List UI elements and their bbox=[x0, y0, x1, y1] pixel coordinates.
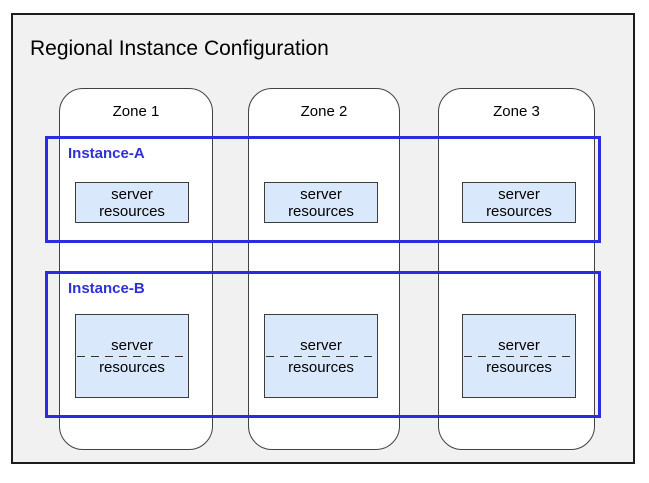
server-resources-box-instance-b-zone-1: server resources bbox=[75, 314, 189, 398]
dashed-divider bbox=[77, 355, 187, 357]
instance-a-boundary: Instance-A bbox=[45, 136, 601, 243]
dashed-divider bbox=[266, 355, 376, 357]
server-resources-label-line1: server bbox=[300, 185, 342, 203]
server-resources-label-line2: resources bbox=[99, 202, 165, 220]
server-resources-box-instance-b-zone-2: server resources bbox=[264, 314, 378, 398]
server-resources-box-instance-b-zone-3: server resources bbox=[462, 314, 576, 398]
server-resources-label-line2: resources bbox=[99, 358, 165, 376]
server-resources-label-line1: server bbox=[498, 185, 540, 203]
server-resources-box-instance-a-zone-3: server resources bbox=[462, 182, 576, 223]
instance-a-label: Instance-A bbox=[68, 145, 145, 162]
server-resources-label-line2: resources bbox=[288, 202, 354, 220]
diagram-title: Regional Instance Configuration bbox=[30, 37, 329, 60]
zone-1-label: Zone 1 bbox=[112, 103, 160, 120]
server-resources-label-line1: server bbox=[111, 336, 153, 354]
server-resources-label-line2: resources bbox=[288, 358, 354, 376]
region-container: Regional Instance Configuration Zone 1 Z… bbox=[11, 13, 635, 464]
instance-b-label: Instance-B bbox=[68, 280, 145, 297]
server-resources-box-instance-a-zone-2: server resources bbox=[264, 182, 378, 223]
dashed-divider bbox=[464, 355, 574, 357]
server-resources-label-line2: resources bbox=[486, 202, 552, 220]
zone-2-label: Zone 2 bbox=[300, 103, 348, 120]
server-resources-label-line1: server bbox=[111, 185, 153, 203]
instance-b-boundary: Instance-B bbox=[45, 271, 601, 418]
server-resources-label-line2: resources bbox=[486, 358, 552, 376]
server-resources-label-line1: server bbox=[498, 336, 540, 354]
server-resources-box-instance-a-zone-1: server resources bbox=[75, 182, 189, 223]
server-resources-label-line1: server bbox=[300, 336, 342, 354]
zone-3-label: Zone 3 bbox=[493, 103, 540, 120]
